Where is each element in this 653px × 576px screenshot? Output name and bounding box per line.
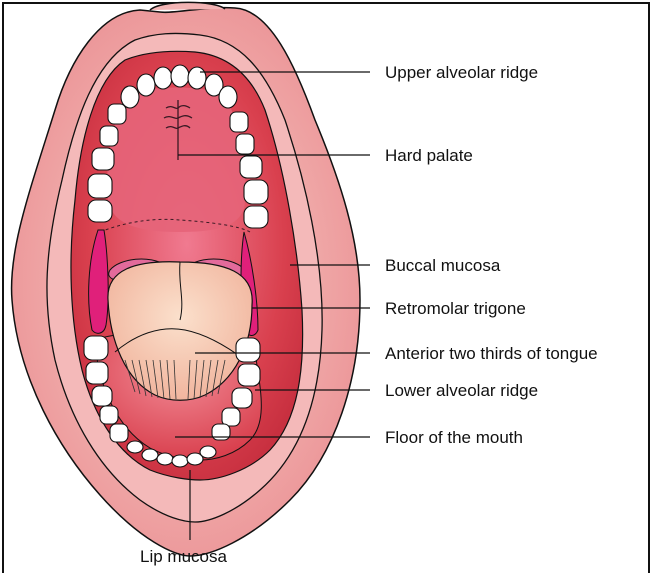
label-lower-alveolar-ridge: Lower alveolar ridge [385,382,538,399]
hard-palate-area [107,88,245,233]
label-upper-alveolar-ridge: Upper alveolar ridge [385,64,538,81]
label-lip-mucosa: Lip mucosa [140,548,227,565]
label-floor-of-mouth: Floor of the mouth [385,429,523,446]
label-retromolar-trigone: Retromolar trigone [385,300,526,317]
upper-lip-notch [150,2,225,10]
label-buccal-mucosa: Buccal mucosa [385,257,500,274]
label-anterior-tongue: Anterior two thirds of tongue [385,345,598,362]
label-hard-palate: Hard palate [385,147,473,164]
